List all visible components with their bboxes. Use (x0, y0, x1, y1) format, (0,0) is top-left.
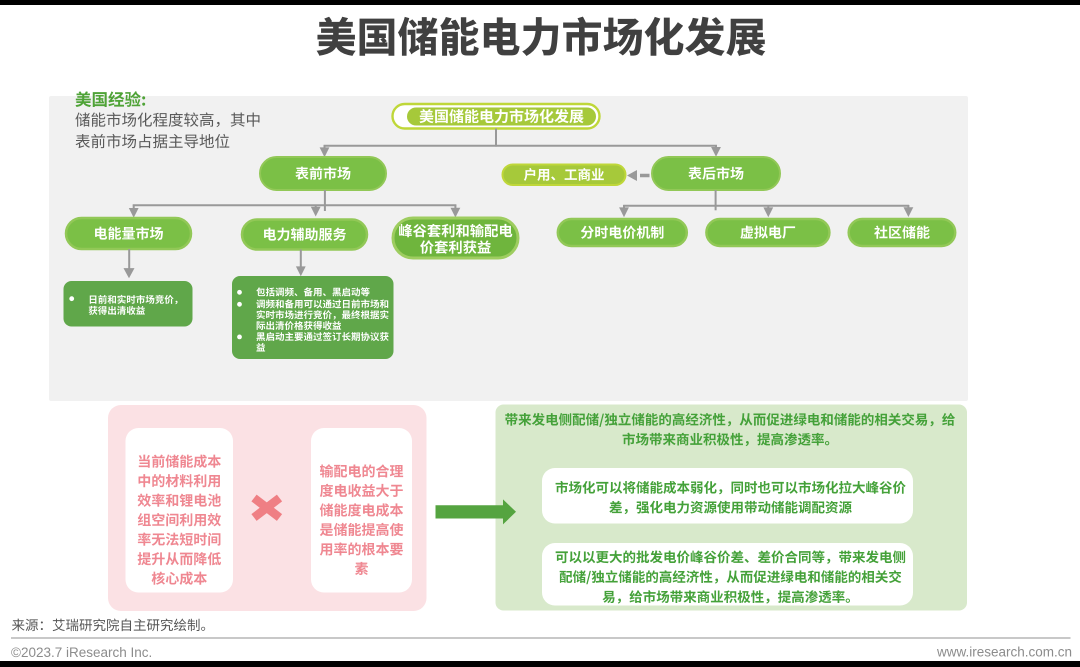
svg-text:www.iresearch.com.cn: www.iresearch.com.cn (936, 645, 1072, 660)
svg-text:©2023.7 iResearch Inc.: ©2023.7 iResearch Inc. (11, 645, 152, 660)
